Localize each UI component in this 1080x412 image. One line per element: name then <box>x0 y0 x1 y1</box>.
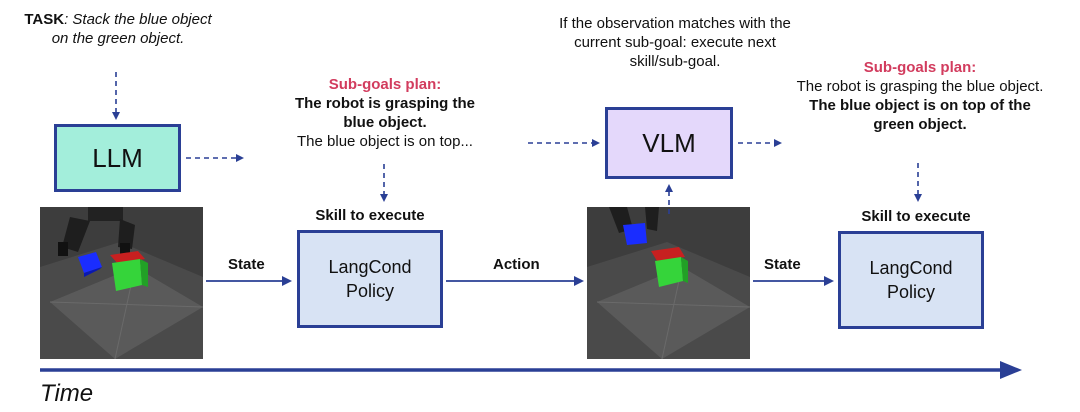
robot-scene-image-1 <box>40 207 203 359</box>
vlm-label: VLM <box>642 127 696 158</box>
policy-2-line2: Policy <box>886 282 935 302</box>
vlm-box: VLM <box>605 107 733 179</box>
task-label: TASK <box>24 11 65 28</box>
skill-label-2: Skill to execute <box>861 208 971 225</box>
policy-2-line1: LangCond <box>869 258 953 278</box>
vlm-note: If the observation matches with the curr… <box>545 14 805 71</box>
robot-scene-image-2 <box>587 207 750 359</box>
policy-1-line1: LangCond <box>328 257 412 277</box>
policy-1-line2: Policy <box>345 281 394 301</box>
skill-label-1: Skill to execute <box>315 207 425 224</box>
task-description: : Stack the blue object on the green obj… <box>51 11 212 47</box>
time-label: Time <box>40 380 94 407</box>
task-text: TASK: Stack the blue object on the green… <box>18 10 218 48</box>
subgoals-plan-2-title: Sub-goals plan: <box>863 59 977 76</box>
vlm-note-text: If the observation matches with the curr… <box>559 15 791 70</box>
subgoals-plan-1: Sub-goals plan: The robot is grasping th… <box>260 75 510 151</box>
action-label: Action <box>493 256 540 273</box>
subgoals-plan-1-title: Sub-goals plan: <box>328 76 442 93</box>
llm-label: LLM <box>92 142 143 173</box>
subgoals-plan-2-bold-line: The blue object is on top of the green o… <box>809 97 1031 133</box>
langcond-policy-box-1: LangCond Policy <box>297 230 443 328</box>
subgoals-plan-1-regular-line: The blue object is on top... <box>297 133 473 150</box>
subgoals-plan-1-bold-line: The robot is grasping the blue object. <box>294 95 475 131</box>
state-label-1: State <box>228 256 265 273</box>
state-label-2: State <box>764 256 801 273</box>
subgoals-plan-2-regular-line: The robot is grasping the blue object. <box>796 78 1044 95</box>
llm-box: LLM <box>54 124 181 192</box>
subgoals-plan-2: Sub-goals plan: The robot is grasping th… <box>785 58 1055 134</box>
langcond-policy-box-2: LangCond Policy <box>838 231 984 329</box>
time-arrow-head <box>1000 361 1022 379</box>
